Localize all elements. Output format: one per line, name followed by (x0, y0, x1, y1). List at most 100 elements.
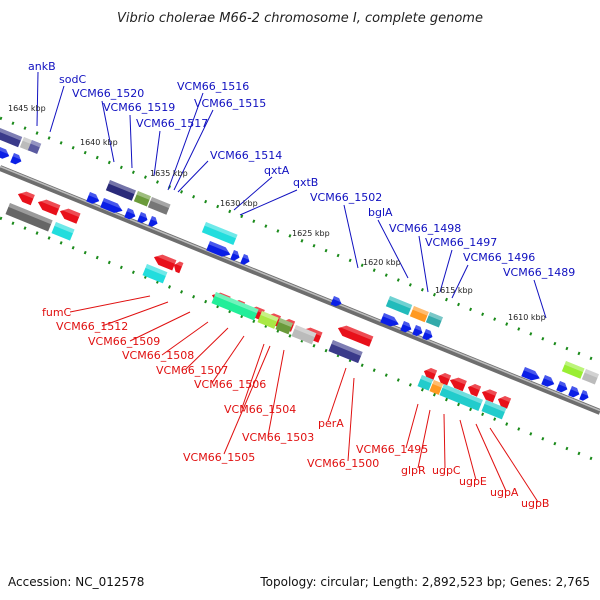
label-leaders (36, 71, 547, 503)
scale-labels: 1645 kbp 1640 kbp 1635 kbp 1630 kbp 1625… (8, 104, 546, 322)
gene-arrow (467, 384, 482, 397)
leader-line (347, 377, 355, 462)
gene-label: fumC (42, 306, 72, 319)
gene-label: qxtA (264, 164, 290, 177)
feature-block (409, 306, 429, 323)
gene-arrow (59, 208, 81, 224)
gene-arrow (153, 254, 177, 271)
gene-label: VCM66_1505 (183, 451, 255, 464)
gene-label: VCM66_1512 (56, 320, 128, 333)
leader-line (185, 327, 229, 370)
gene-arrow (412, 325, 424, 337)
leader-line (173, 109, 214, 191)
gene-arrow (437, 373, 452, 386)
feature-block (211, 292, 259, 321)
feature-block (385, 296, 413, 316)
gene-label: VCM66_1489 (503, 266, 575, 279)
gene-arrow (10, 153, 22, 165)
gene-label: VCM66_1519 (103, 101, 175, 114)
gene-arrow (556, 381, 568, 393)
leader-line (153, 130, 161, 177)
gene-arrow (497, 396, 512, 409)
leader-line (129, 114, 133, 169)
gene-arrow (330, 296, 343, 307)
feature-block (328, 340, 363, 364)
gene-arrow (206, 241, 231, 257)
gene-arrow (568, 386, 580, 398)
gene-arrow (173, 261, 184, 274)
gene-arrow (124, 208, 136, 220)
gene-label: ugpA (490, 486, 519, 499)
gene-arrow (230, 250, 241, 261)
gene-label: perA (318, 417, 344, 430)
gene-arrow (422, 329, 434, 341)
scale-label: 1620 kbp (363, 258, 401, 267)
scale-label: 1640 kbp (80, 138, 118, 147)
gene-arrow (449, 377, 467, 392)
feature-block (51, 222, 75, 241)
leader-line (459, 419, 477, 481)
feature-block (0, 127, 23, 148)
scale-label: 1625 kbp (292, 229, 330, 238)
feature-block (417, 375, 434, 391)
feature-block (439, 384, 483, 411)
leader-line (241, 343, 265, 409)
gene-label: VCM66_1516 (177, 80, 249, 93)
feature-block (147, 197, 171, 215)
feature-block (257, 311, 279, 329)
feature-block (561, 361, 585, 379)
leader-line (451, 264, 469, 299)
gene-arrow (86, 192, 100, 204)
leader-line (167, 92, 204, 191)
scale-label: 1645 kbp (8, 104, 46, 113)
feature-block (201, 222, 238, 245)
feature-block (581, 369, 599, 385)
leader-line (417, 409, 431, 469)
feature-block (429, 380, 444, 395)
topology-text: Topology: circular; Length: 2,892,523 bp… (259, 575, 590, 589)
gene-arrow (380, 313, 400, 327)
leader-line (69, 295, 151, 313)
leader-line (405, 403, 419, 449)
feature-block (133, 191, 151, 207)
gene-label: VCM66_1515 (194, 97, 266, 110)
gene-label: VCM66_1509 (88, 335, 160, 348)
leader-line (343, 204, 359, 269)
gene-label: VCM66_1520 (72, 87, 144, 100)
scale-label: 1615 kbp (435, 286, 473, 295)
gene-label: VCM66_1500 (307, 457, 379, 470)
gene-label: ugpB (521, 497, 549, 510)
leader-line (233, 176, 273, 211)
gene-arrow (240, 254, 251, 265)
gene-arrow (17, 191, 35, 206)
gene-label: ugpE (459, 475, 487, 488)
feature-block (142, 264, 168, 284)
leader-line (161, 321, 209, 356)
gene-arrow (481, 389, 497, 403)
gene-label: VCM66_1504 (224, 403, 296, 416)
leader-line (101, 100, 115, 163)
gene-label: VCM66_1502 (310, 191, 382, 204)
leader-line (101, 301, 169, 327)
map-title: Vibrio cholerae M66-2 chromosome I, comp… (117, 11, 483, 26)
gene-arrow (541, 375, 555, 387)
gene-label: VCM66_1495 (356, 443, 428, 456)
feature-block (105, 180, 136, 201)
gene-arrow (37, 199, 61, 216)
leader-line (533, 279, 547, 319)
gene-label: glpR (401, 464, 426, 477)
feature-block (291, 325, 317, 345)
leader-line (439, 249, 453, 293)
leader-line (211, 335, 245, 384)
leader-line (443, 413, 446, 469)
gene-label: VCM66_1514 (210, 149, 282, 162)
leader-line (377, 219, 409, 279)
leader-line (177, 160, 209, 193)
leader-line (223, 345, 271, 455)
gene-label: VCM66_1507 (156, 364, 228, 377)
leader-line (267, 349, 285, 437)
feature-block (481, 400, 507, 420)
scale-label: 1610 kbp (508, 313, 546, 322)
gene-label: VCM66_1496 (463, 251, 535, 264)
